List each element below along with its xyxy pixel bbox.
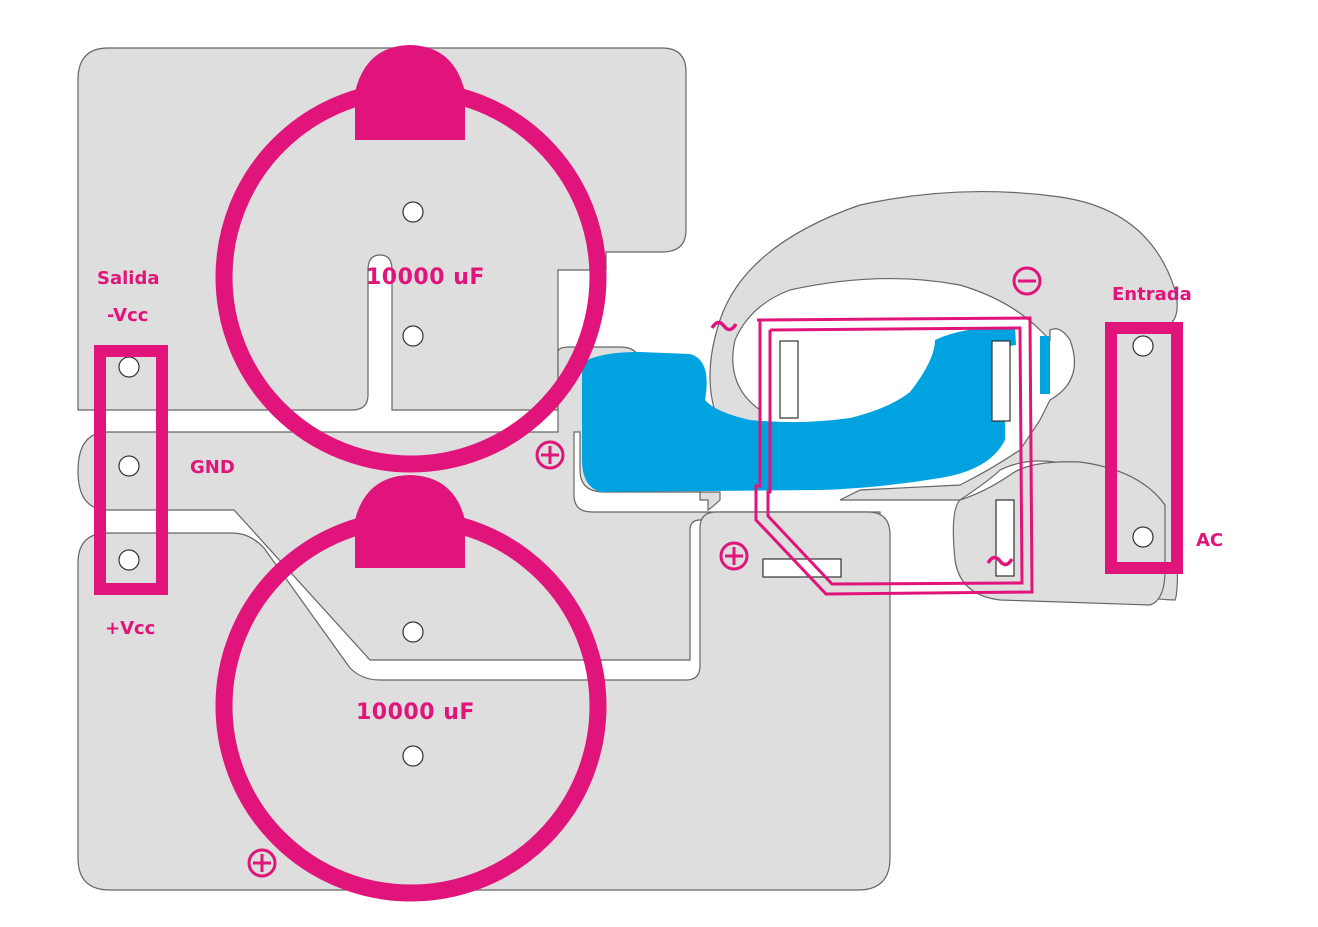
bridge-outline-inner	[766, 326, 1024, 586]
out-pad-pos	[118, 549, 140, 571]
out-pad-neg	[118, 356, 140, 378]
cap1-value-label: 10000 uF	[366, 265, 485, 290]
label-ac: AC	[1196, 530, 1224, 551]
copper-pos-vcc-pour	[77, 511, 891, 891]
in-pad-2	[1132, 526, 1154, 548]
blue-fill-mark	[1040, 336, 1050, 394]
cap1-outline	[215, 45, 607, 473]
silkscreen	[94, 45, 1183, 902]
cap1-pad-2	[402, 325, 424, 347]
output-connector-outline	[94, 345, 168, 595]
polarity-symbols	[247, 266, 1042, 878]
input-connector-outline	[1105, 322, 1183, 574]
cap1-pad-1	[402, 201, 424, 223]
out-pad-gnd	[118, 455, 140, 477]
plus-polarity-icon	[535, 440, 565, 470]
pads	[118, 201, 1154, 767]
minus-polarity-icon	[1012, 266, 1042, 296]
bridge-outline-outer	[754, 316, 1034, 596]
cap2-outline	[215, 475, 607, 902]
plus-polarity-icon	[247, 848, 277, 878]
plus-polarity-icon	[719, 541, 749, 571]
bridge-pad-2	[991, 340, 1011, 422]
label-gnd: GND	[190, 457, 235, 478]
label-entrada: Entrada	[1112, 284, 1192, 305]
label-neg-vcc: -Vcc	[107, 305, 149, 326]
label-pos-vcc: +Vcc	[105, 618, 156, 639]
in-pad-1	[1132, 335, 1154, 357]
ac-tilde-icon	[710, 320, 738, 332]
bridge-pads	[762, 340, 1015, 578]
label-salida: Salida	[97, 268, 160, 289]
blue-fill-area	[582, 326, 1016, 492]
cap2-pad-1	[402, 621, 424, 643]
cap2-value-label: 10000 uF	[356, 700, 475, 725]
cap2-pad-2	[402, 745, 424, 767]
bridge-pad-1	[779, 340, 799, 419]
bridge-pad-3	[995, 499, 1015, 577]
ac-tilde-icon	[986, 555, 1014, 567]
